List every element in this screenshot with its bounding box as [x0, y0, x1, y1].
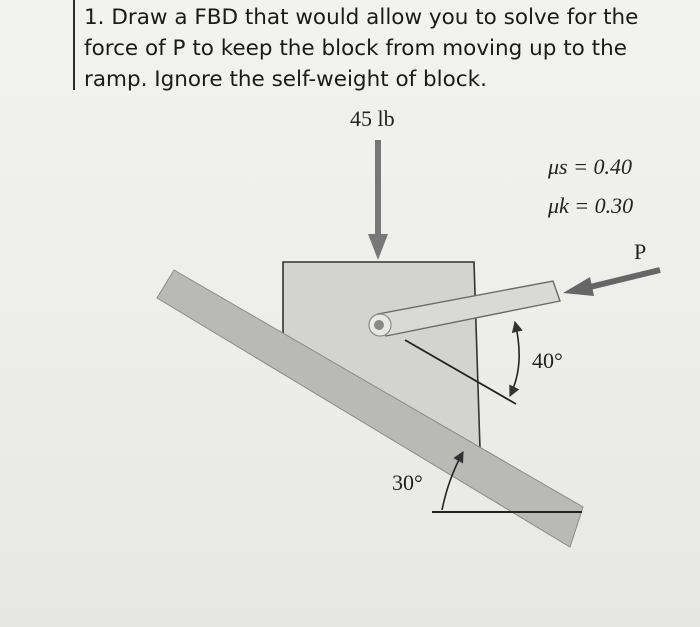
problem-line-3: ramp. Ignore the self-weight of block.	[84, 67, 487, 92]
pin-hole	[374, 320, 384, 330]
load-label: 45 lb	[350, 106, 395, 131]
load-arrow	[368, 140, 388, 260]
force-p-label: P	[634, 239, 646, 264]
link-angle-arc	[509, 320, 523, 398]
margin-rule	[73, 0, 75, 90]
problem-line-1: 1. Draw a FBD that would allow you to so…	[84, 5, 639, 30]
kinetic-friction-label: μk = 0.30	[547, 193, 633, 218]
link-angle-label: 40°	[532, 348, 563, 373]
problem-statement: 1. Draw a FBD that would allow you to so…	[84, 2, 684, 95]
static-friction-label: μs = 0.40	[547, 154, 632, 179]
problem-line-2: force of P to keep the block from moving…	[84, 36, 627, 61]
ramp-angle-label: 30°	[392, 470, 423, 495]
force-p-arrow	[563, 267, 661, 296]
ramp	[156, 269, 584, 548]
angle-reference-line	[404, 339, 517, 405]
ramp-angle-arc	[441, 451, 464, 511]
